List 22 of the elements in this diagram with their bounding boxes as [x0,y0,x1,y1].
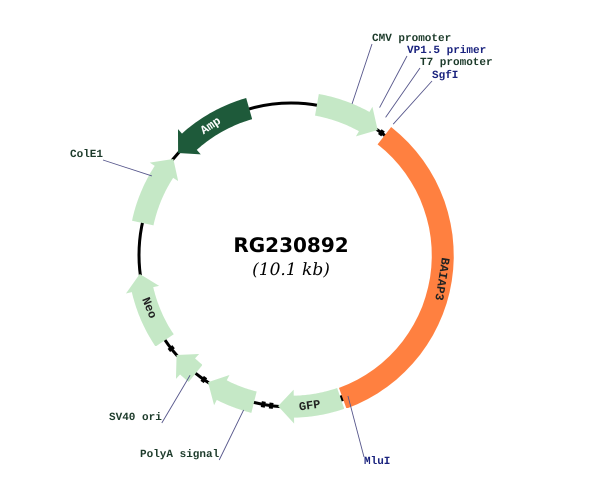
feature-name: CMV promoter [372,33,452,46]
leader-line [348,395,364,458]
plasmid-size: (10.1 kb) [252,260,330,280]
leader-line [392,80,432,125]
leader-line [385,68,420,118]
feature-label: Neo [138,296,160,321]
feature-name: MluI [364,456,390,469]
feature-name: T7 promoter [420,57,493,70]
leader-line [161,374,191,424]
leader-line [218,409,244,460]
leader-line [352,44,372,104]
feature-name: SV40 ori [109,412,162,425]
feature-label: BAIAP3 [430,256,452,302]
leader-line [102,160,152,176]
feature-name: PolyA signal [140,449,220,462]
feature-name: ColE1 [70,149,104,162]
leader-line [379,56,408,108]
feature-name: SgfI [432,70,458,83]
feature-label: Amp [198,114,224,138]
feature-name: VP1.5 primer [407,45,486,58]
plasmid-name: RG230892 [233,233,349,257]
feature-label: GFP [298,397,322,414]
